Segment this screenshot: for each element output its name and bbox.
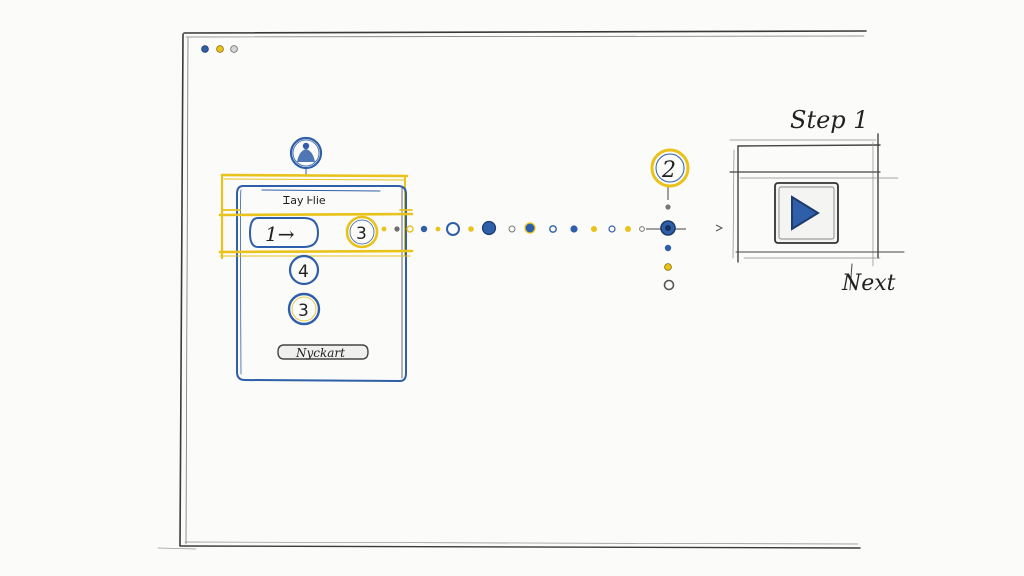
play-icon [791, 195, 820, 231]
flow-connector [381, 186, 724, 291]
preview-window [729, 133, 905, 291]
panel-card [221, 185, 413, 383]
inline-step-badge-label: 3 [356, 224, 367, 244]
browser-frame [157, 30, 867, 550]
window-dot-gray[interactable] [230, 45, 238, 53]
step-2-circle[interactable]: 4 [288, 254, 320, 286]
window-dot-blue[interactable] [201, 45, 209, 53]
play-button[interactable] [774, 182, 839, 244]
inline-step-badge[interactable]: 3 [345, 215, 379, 249]
target-step-badge-label: 2 [661, 158, 676, 183]
step-1-label: 1→ [265, 222, 295, 246]
step-1-pill[interactable]: 1→ [248, 217, 320, 248]
panel-action-button[interactable]: Nyckart [277, 344, 369, 360]
person-avatar-icon[interactable] [289, 136, 323, 176]
preview-step-label: Step 1 [790, 106, 869, 134]
window-dot-yellow[interactable] [216, 45, 224, 53]
step-3-label: 3 [298, 301, 309, 321]
panel-yellow-outline [220, 173, 409, 260]
active-step-row[interactable] [218, 212, 414, 257]
next-label[interactable]: Next [841, 271, 896, 296]
target-step-badge[interactable]: 2 [650, 148, 690, 188]
step-2-label: 4 [298, 262, 309, 282]
window-controls [201, 45, 238, 53]
step-3-circle[interactable]: 3 [287, 292, 321, 326]
panel-action-button-label: Nyckart [295, 346, 345, 360]
panel-title: Ꮖay Ꮀlie [283, 194, 326, 207]
